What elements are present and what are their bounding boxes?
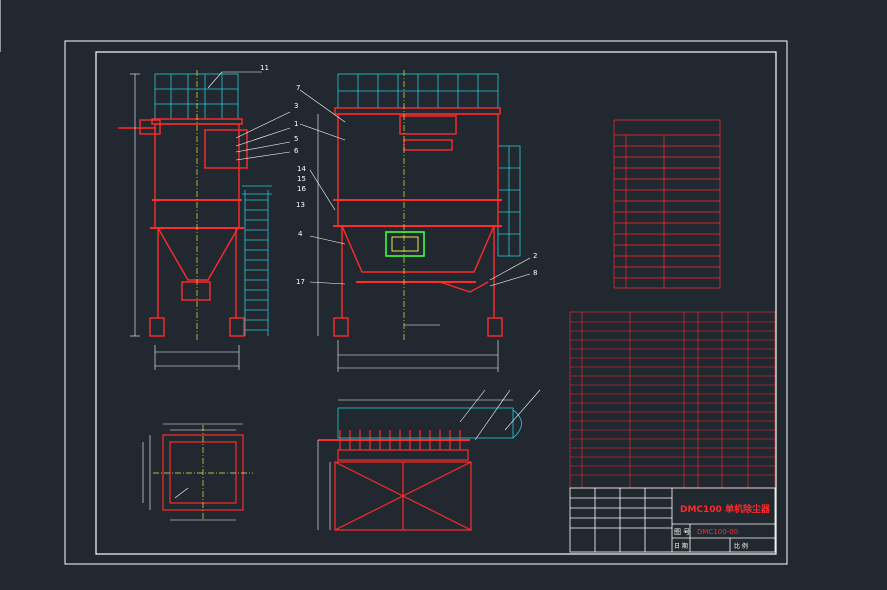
parameter-table bbox=[613, 119, 721, 289]
scale-label: 比 例 bbox=[734, 542, 748, 550]
callout-13: 13 bbox=[296, 201, 305, 209]
callout-5: 5 bbox=[294, 135, 298, 143]
drawing-title: DMC100 单机除尘器 bbox=[680, 503, 771, 515]
callout-1: 1 bbox=[294, 120, 298, 128]
section-view bbox=[317, 389, 541, 531]
plan-view bbox=[142, 423, 253, 521]
callout-11: 11 bbox=[260, 64, 269, 72]
side-elevation-view: 7 14 15 16 13 4 17 2 8 bbox=[296, 70, 537, 372]
title-block: DMC100 单机除尘器 图 号 DMC100-00 日 期 比 例 bbox=[569, 487, 776, 553]
callout-15: 15 bbox=[297, 175, 306, 183]
callout-3: 3 bbox=[294, 102, 298, 110]
drawing-no-label: 图 号 bbox=[674, 528, 690, 536]
callout-16: 16 bbox=[297, 185, 306, 193]
callout-6: 6 bbox=[294, 147, 299, 155]
sheet-frame bbox=[0, 0, 788, 565]
callout-4: 4 bbox=[298, 230, 303, 238]
callout-8: 8 bbox=[533, 269, 537, 277]
front-elevation-view: 11 3 1 5 6 bbox=[118, 64, 299, 370]
inspection-door bbox=[385, 231, 425, 257]
callout-14: 14 bbox=[297, 165, 306, 173]
callout-2: 2 bbox=[533, 252, 537, 260]
parts-list bbox=[569, 311, 776, 489]
drawing-no: DMC100-00 bbox=[697, 528, 738, 536]
callout-17: 17 bbox=[296, 278, 305, 286]
callout-7: 7 bbox=[296, 84, 300, 92]
date-label: 日 期 bbox=[674, 542, 688, 550]
